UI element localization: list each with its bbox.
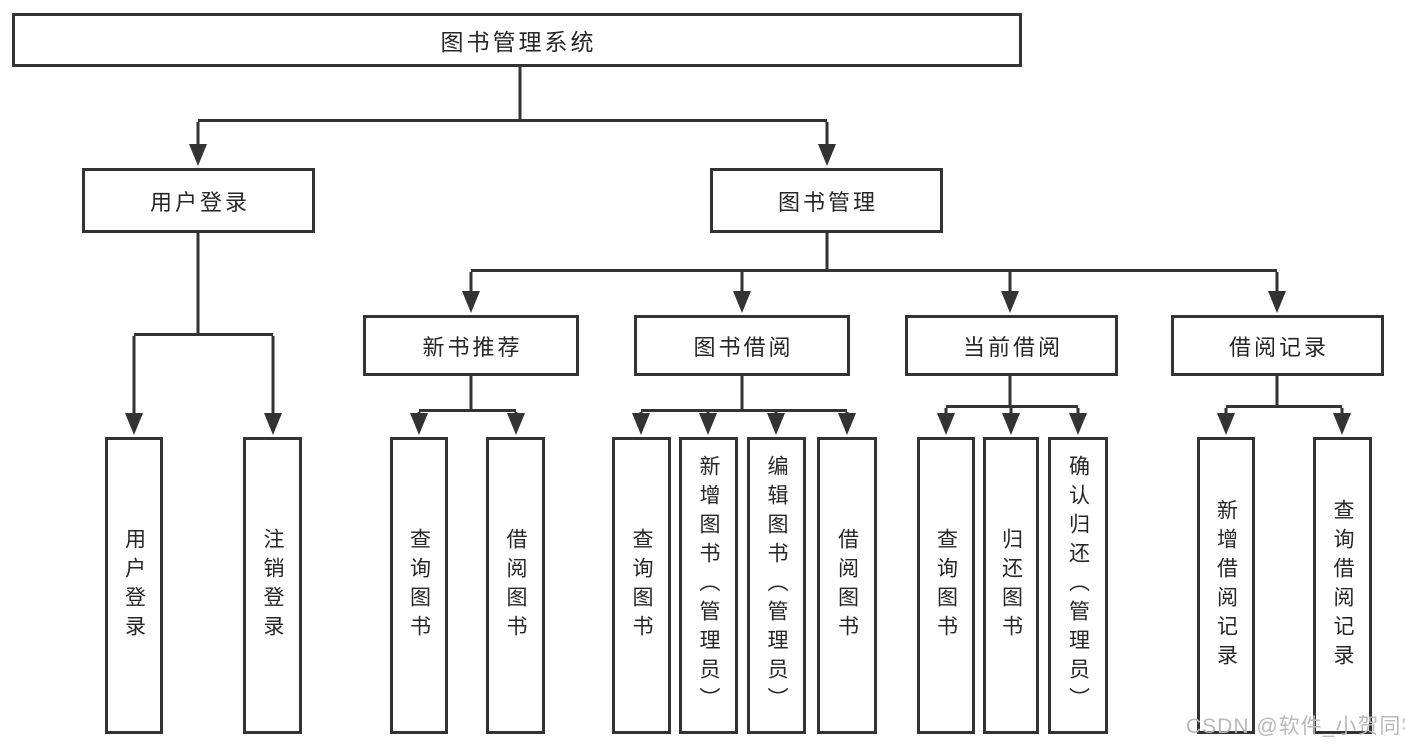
node-label: 归还图书: [999, 527, 1023, 644]
node-label: 新增借阅记录: [1214, 498, 1238, 673]
node-user-login: 用户登录: [82, 168, 315, 233]
node-label: 查询图书: [934, 527, 958, 644]
leaf-edit-books-admin: 编辑图书（管理员）: [747, 437, 806, 734]
leaf-query-borrow-record: 查询借阅记录: [1313, 437, 1372, 734]
node-book-management: 图书管理: [710, 168, 943, 233]
leaf-return-books: 归还图书: [983, 437, 1039, 734]
node-label: 借阅图书: [504, 527, 527, 644]
leaf-add-borrow-record: 新增借阅记录: [1197, 437, 1255, 734]
leaf-query-books-current: 查询图书: [917, 437, 975, 734]
node-label: 新书推荐: [422, 334, 523, 360]
node-label: 查询图书: [407, 527, 431, 644]
edges-book-borrow-split: [639, 374, 849, 418]
node-library-management-system: 图书管理系统: [12, 13, 1022, 67]
node-borrowing-records: 借阅记录: [1171, 315, 1384, 376]
leaf-borrow-books-recommend: 借阅图书: [486, 437, 545, 734]
leaf-query-books-recommend: 查询图书: [390, 437, 448, 734]
edges-user-login-split: [132, 231, 275, 416]
node-label: 借阅图书: [835, 527, 859, 644]
leaf-query-books-borrow: 查询图书: [612, 437, 671, 734]
edges-current-borrow-split: [944, 374, 1080, 418]
node-label: 借阅记录: [1228, 334, 1329, 360]
leaf-logout: 注销登录: [243, 437, 302, 734]
leaf-user-login: 用户登录: [105, 437, 163, 734]
node-label: 查询图书: [630, 527, 653, 644]
node-label: 图书借阅: [693, 334, 794, 360]
node-label: 当前借阅: [962, 334, 1063, 360]
node-label: 查询借阅记录: [1331, 498, 1354, 673]
node-label: 编辑图书（管理员）: [765, 455, 788, 716]
watermark: CSDN @软件_小贺同学: [1186, 715, 1405, 738]
node-label: 新增图书（管理员）: [697, 455, 720, 716]
leaf-confirm-return-admin: 确认归还（管理员）: [1048, 437, 1108, 734]
node-label: 确认归还（管理员）: [1066, 455, 1090, 716]
node-label: 用户登录: [122, 527, 146, 644]
edges-root-split: [196, 67, 829, 150]
edges-new-book-split: [417, 374, 518, 418]
node-new-book-recommendation: 新书推荐: [363, 315, 579, 376]
node-current-borrowing: 当前借阅: [905, 315, 1118, 376]
node-label: 图书管理系统: [440, 29, 597, 55]
node-book-borrowing: 图书借阅: [634, 315, 850, 376]
edges-book-management-split: [469, 231, 1279, 294]
edges-borrow-record-split: [1224, 374, 1344, 418]
node-label: 注销登录: [261, 527, 284, 644]
leaf-borrow-books: 借阅图书: [817, 437, 877, 734]
node-label: 用户登录: [149, 189, 250, 215]
arrowheads: [125, 144, 1351, 435]
node-label: 图书管理: [777, 189, 878, 215]
leaf-add-books-admin: 新增图书（管理员）: [679, 437, 738, 734]
